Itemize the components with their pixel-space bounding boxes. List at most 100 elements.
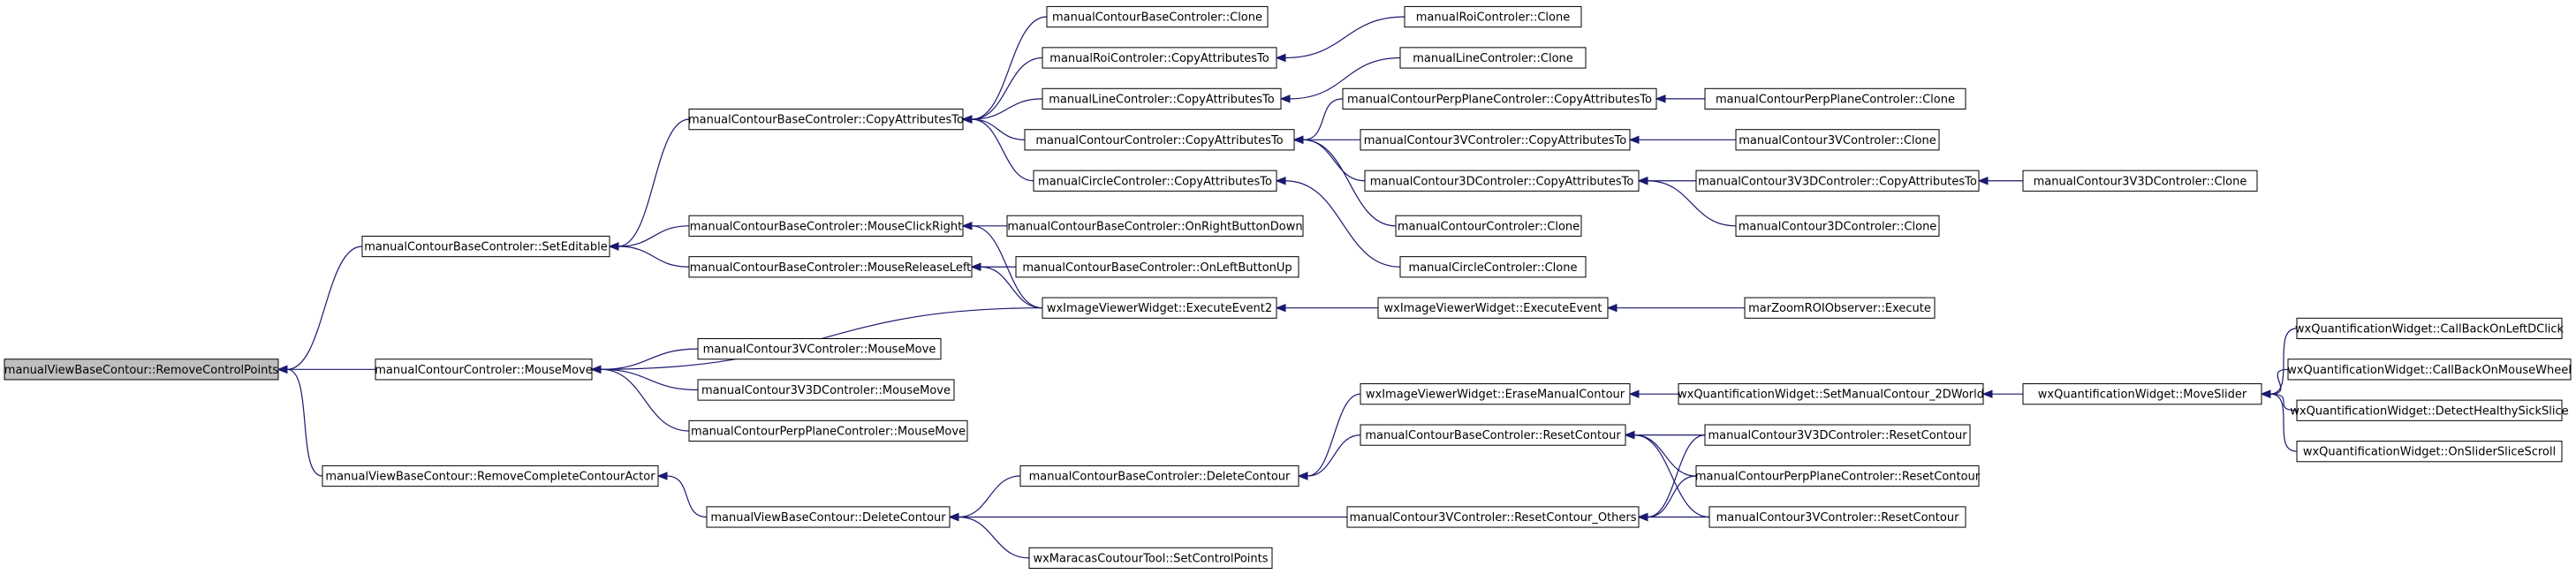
graph-node[interactable]: manualContourBaseControler::MouseClickRi…	[688, 215, 964, 237]
node-box	[375, 359, 593, 381]
edge-n15-to-n4	[961, 115, 1034, 182]
edge-line	[1647, 180, 1737, 227]
edge-n29-to-n18	[1275, 303, 1379, 313]
graph-node[interactable]: manualContourPerpPlaneControler::CopyAtt…	[1342, 87, 1657, 110]
node-label: manualContourBaseControler::OnRightButto…	[1007, 220, 1302, 233]
graph-node[interactable]: manualContourBaseControler::CopyAttribut…	[688, 109, 964, 131]
graph-node[interactable]: manualRoiControler::CopyAttributesTo	[1042, 47, 1277, 69]
edge-arrowhead	[1275, 303, 1286, 313]
graph-node[interactable]: manualContour3VControler::Clone	[1735, 129, 1940, 151]
graph-node[interactable]: wxQuantificationWidget::MoveSlider	[2022, 383, 2262, 405]
graph-node[interactable]: marZoomROIObserver::Execute	[1744, 297, 1936, 319]
node-box	[1042, 297, 1277, 319]
edge-line	[1302, 98, 1344, 140]
edge-line	[1302, 139, 1366, 182]
edge-line	[958, 475, 1021, 518]
graph-node[interactable]: manualContourBaseControler::OnRightButto…	[1006, 215, 1304, 237]
edge-arrowhead	[1981, 389, 1993, 398]
graph-node[interactable]: manualContour3V3DControler::CopyAttribut…	[1695, 170, 1980, 192]
graph-node[interactable]: manualContourPerpPlaneControler::ResetCo…	[1695, 464, 1981, 487]
edge-n19-to-n10	[948, 475, 1021, 522]
graph-node[interactable]: manualContourPerpPlaneControler::Clone	[1704, 87, 1966, 110]
node-box	[2296, 317, 2563, 339]
graph-node[interactable]: manualRoiControler::Clone	[1404, 5, 1582, 28]
graph-node[interactable]: wxQuantificationWidget::CallBackOnMouseW…	[2287, 359, 2572, 381]
edge-n6-to-n1	[608, 242, 690, 268]
graph-node[interactable]: manualContourControler::Clone	[1395, 215, 1582, 237]
node-label: wxImageViewerWidget::EraseManualContour	[1366, 389, 1625, 402]
edge-n31-to-n19	[1297, 434, 1361, 480]
graph-node[interactable]: manualContourBaseControler::DeleteContou…	[1019, 464, 1299, 487]
graph-node[interactable]: manualContourBaseControler::OnLeftButton…	[1015, 256, 1299, 278]
node-label: manualContour3VControler::Clone	[1739, 134, 1936, 147]
graph-node[interactable]: manualLineControler::CopyAttributesTo	[1042, 87, 1282, 110]
edge-line	[1284, 16, 1405, 59]
graph-node[interactable]: manualCircleControler::CopyAttributesTo	[1033, 170, 1277, 192]
graph-node[interactable]: manualContourBaseControler::SetEditable	[361, 235, 610, 258]
graph-node[interactable]: manualCircleControler::Clone	[1399, 256, 1587, 278]
graph-node[interactable]: manualContourBaseControler::Clone	[1046, 5, 1269, 28]
graph-node[interactable]: manualContour3V3DControler::ResetContour	[1704, 424, 1971, 446]
node-label: manualContourPerpPlaneControler::CopyAtt…	[1347, 93, 1652, 106]
edge-arrowhead	[1637, 177, 1648, 185]
graph-node[interactable]: wxImageViewerWidget::ExecuteEvent2	[1042, 297, 1277, 319]
edge-n27-to-n14	[1292, 135, 1397, 227]
graph-node[interactable]: wxQuantificationWidget::DetectHealthySic…	[2290, 399, 2569, 421]
graph-node[interactable]: manualContourPerpPlaneControler::MouseMo…	[688, 419, 968, 442]
edge-line	[617, 245, 690, 268]
graph-node[interactable]: manualContourControler::CopyAttributesTo	[1024, 129, 1295, 151]
node-label: manualContourBaseControler::DeleteContou…	[1029, 471, 1291, 484]
edge-line	[2269, 368, 2289, 395]
graph-node[interactable]: manualContour3VControler::MouseMove	[697, 338, 942, 360]
node-label: manualContourPerpPlaneControler::MouseMo…	[691, 425, 966, 438]
node-box	[1360, 383, 1631, 405]
graph-node[interactable]: manualContour3VControler::ResetContour_O…	[1346, 506, 1640, 528]
graph-node[interactable]: manualViewBaseContour::DeleteContour	[706, 506, 951, 528]
node-box	[1019, 464, 1299, 487]
graph-node[interactable]: wxQuantificationWidget::CallBackOnLeftDC…	[2295, 317, 2565, 339]
edge-n35-to-n26	[1637, 177, 1737, 227]
edge-n41-to-n34	[1977, 177, 2023, 185]
node-label: wxQuantificationWidget::SetManualContour…	[1678, 389, 1984, 402]
graph-node[interactable]: manualViewBaseContour::RemoveCompleteCon…	[322, 464, 659, 487]
edge-n1-to-n0	[277, 245, 363, 374]
edge-arrowhead	[2260, 389, 2271, 398]
edge-n42-to-n37	[1981, 389, 2023, 398]
graph-node[interactable]: manualContour3DControler::Clone	[1735, 215, 1940, 237]
node-box	[1399, 256, 1587, 278]
graph-node[interactable]: manualContour3DControler::CopyAttributes…	[1364, 170, 1640, 192]
edge-n11-to-n4	[961, 16, 1048, 124]
graph-node[interactable]: wxImageViewerWidget::ExecuteEvent	[1377, 297, 1609, 319]
edge-arrowhead	[277, 365, 288, 374]
edge-arrowhead	[656, 472, 668, 480]
node-box	[1360, 424, 1626, 446]
graph-node[interactable]: wxMaracasCoutourTool::SetControlPoints	[1028, 547, 1273, 569]
graph-node[interactable]: manualContour3VControler::ResetContour	[1708, 506, 1966, 528]
graph-node[interactable]: manualContour3V3DControler::MouseMove	[697, 379, 955, 401]
node-label: manualViewBaseContour::RemoveControlPoin…	[4, 364, 279, 377]
edge-line	[958, 516, 1030, 559]
graph-node[interactable]: manualContourBaseControler::ResetContour	[1360, 424, 1626, 446]
node-label: manualContour3VControler::CopyAttributes…	[1364, 134, 1627, 147]
node-box	[697, 379, 955, 401]
graph-node[interactable]: wxImageViewerWidget::EraseManualContour	[1360, 383, 1631, 405]
node-box	[1028, 547, 1273, 569]
edge-n10-to-n3	[656, 472, 708, 518]
node-box	[1360, 129, 1631, 151]
root-node[interactable]: manualViewBaseContour::RemoveControlPoin…	[4, 359, 279, 381]
node-label: manualContour3V3DControler::Clone	[2034, 175, 2247, 188]
node-label: manualCircleControler::CopyAttributesTo	[1038, 175, 1272, 188]
graph-node[interactable]: wxQuantificationWidget::OnSliderSliceScr…	[2296, 441, 2563, 463]
graph-node[interactable]: manualContourControler::MouseMove	[375, 359, 593, 381]
edge-line	[2269, 393, 2298, 412]
node-label: manualLineControler::Clone	[1413, 52, 1573, 65]
node-label: manualContourBaseControler::MouseClickRi…	[690, 220, 963, 233]
graph-node[interactable]: manualContourBaseControler::MouseRelease…	[688, 256, 973, 278]
graph-node[interactable]: manualContour3VControler::CopyAttributes…	[1360, 129, 1631, 151]
graph-node[interactable]: wxQuantificationWidget::SetManualContour…	[1678, 383, 1984, 405]
edge-line	[600, 368, 690, 432]
node-box	[1395, 215, 1582, 237]
graph-node[interactable]: manualContour3V3DControler::Clone	[2022, 170, 2258, 192]
graph-node[interactable]: manualLineControler::Clone	[1399, 47, 1587, 69]
node-label: manualContour3DControler::CopyAttributes…	[1370, 175, 1634, 188]
